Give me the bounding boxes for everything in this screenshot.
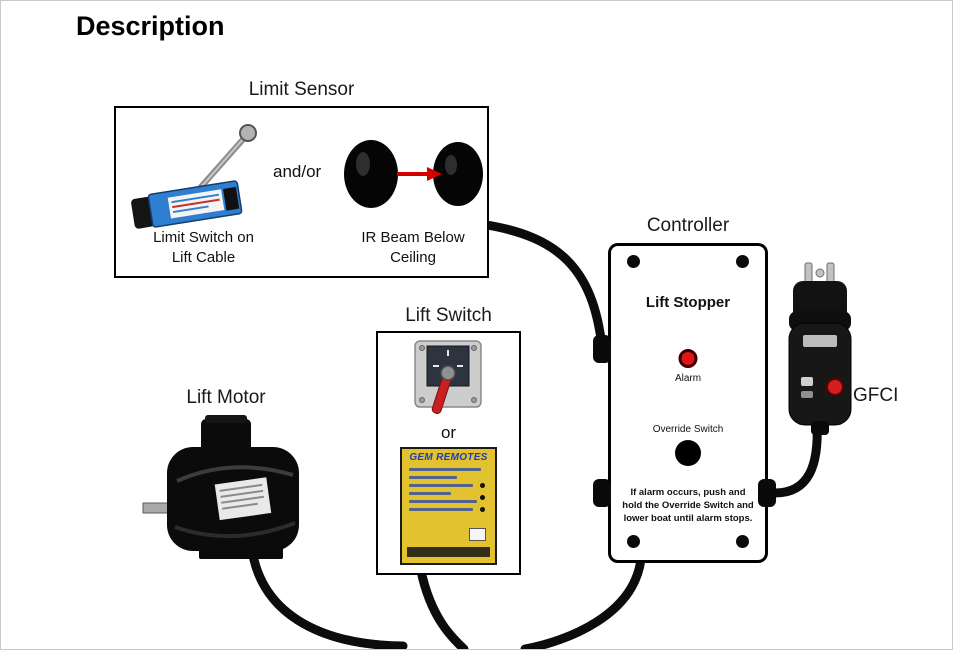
ir-beam-caption: IR Beam Below Ceiling [338, 228, 488, 269]
page-title: Description [76, 11, 225, 41]
limit-sensor-label: Limit Sensor [248, 79, 355, 100]
screw-icon [627, 255, 640, 268]
lever-arm-highlight [201, 137, 245, 187]
controller-instructions: If alarm occurs, push and hold the Overr… [622, 487, 754, 524]
alarm-led-icon [678, 349, 698, 368]
cable-controller-to-bottom [520, 554, 646, 649]
gem-text-row [409, 476, 457, 479]
cable-port [593, 479, 611, 507]
caption-line: IR Beam Below [361, 229, 465, 246]
cable-gfci-to-controller [770, 418, 822, 498]
gfci-reset-button [826, 378, 844, 396]
cable-switch-to-bottom [416, 566, 469, 649]
ir-beam-icon [344, 140, 483, 208]
plug-prong [826, 262, 835, 284]
gfci-icon [788, 262, 852, 435]
switch-body [131, 180, 243, 229]
override-switch-label: Override Switch [652, 424, 724, 435]
cable-gland [811, 421, 829, 435]
cable-port [593, 335, 611, 363]
screw-icon [736, 255, 749, 268]
gem-terminal-dot [480, 507, 485, 512]
gem-text-row [409, 508, 473, 511]
plug-prong [804, 262, 813, 284]
gem-terminal-dot [480, 483, 485, 488]
gem-chip [469, 528, 486, 541]
limit-switch-icon [131, 124, 257, 229]
lift-motor-icon [142, 415, 299, 559]
drum-switch-icon [414, 340, 482, 414]
gem-text-row [409, 500, 477, 503]
ir-sensor-left [344, 140, 398, 208]
ground-pin [815, 268, 825, 278]
alarm-label: Alarm [674, 373, 702, 384]
gem-text-row [409, 468, 481, 471]
controller-panel-title: Lift Stopper [645, 294, 731, 311]
ir-beam-arrowhead [427, 167, 442, 181]
caption-line: Lift Cable [171, 249, 236, 267]
caption-line: Ceiling [390, 249, 436, 267]
roller-tip [239, 124, 257, 142]
limit-sensor-box: and/or Limit Switch on Lift Cable IR Bea… [114, 106, 489, 278]
and-or-label: and/or [273, 162, 322, 181]
override-button [675, 440, 701, 466]
limit-switch-caption: Limit Switch on Lift Cable [121, 228, 286, 269]
lift-switch-label: Lift Switch [405, 305, 492, 326]
ir-sensor-right [433, 142, 483, 206]
motor-nameplate [214, 477, 272, 521]
motor-base [199, 547, 283, 559]
screw-icon [627, 535, 640, 548]
controller-box: Lift Stopper Alarm Override Switch If al… [608, 243, 768, 563]
gfci-label: GFCI [853, 385, 899, 406]
gem-remote-panel: GEM REMOTES [400, 447, 497, 565]
gem-text-row [409, 484, 473, 487]
screw-icon [736, 535, 749, 548]
controller-label: Controller [646, 215, 730, 236]
lift-switch-box: or GEM REMOTES [376, 331, 521, 575]
gem-text-row [409, 492, 451, 495]
cable-motor-to-bottom [246, 536, 408, 649]
gem-terminal-dot [480, 495, 485, 500]
lift-motor-label: Lift Motor [186, 387, 266, 408]
gem-bottom-strip [407, 547, 490, 557]
gem-brand: GEM REMOTES [409, 452, 488, 463]
caption-line: Limit Switch on [153, 229, 254, 246]
or-label: or [440, 423, 457, 442]
cable-port [758, 479, 776, 507]
cable-sensor-to-controller [482, 220, 607, 352]
